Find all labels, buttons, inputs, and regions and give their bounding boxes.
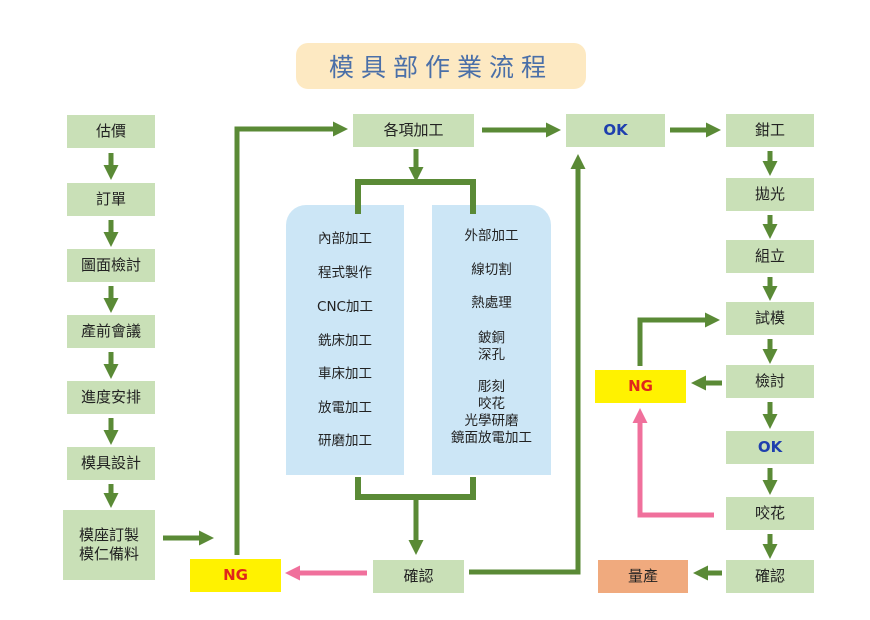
external-item: 熱處理	[471, 295, 512, 311]
internal-item: CNC加工	[317, 299, 373, 315]
arrow-loop-up	[637, 312, 721, 366]
right-ok-box: OK	[726, 431, 814, 464]
step-estimate: 估價	[67, 115, 155, 148]
external-item: 線切割	[471, 262, 512, 278]
internal-item: 研磨加工	[318, 433, 372, 449]
step-mass-production: 量產	[598, 560, 688, 593]
external-item: 彫刻 咬花 光學研磨 鏡面放電加工	[451, 379, 532, 446]
step-all-machining: 各項加工	[353, 114, 474, 147]
step-trial-mold: 試模	[726, 302, 814, 335]
center-ng-box: NG	[190, 559, 281, 592]
step-fitting: 鉗工	[726, 114, 814, 147]
arrow-loop-up	[469, 153, 586, 575]
step-order: 訂單	[67, 183, 155, 216]
internal-item: 內部加工	[318, 231, 372, 247]
internal-list: 內部加工 程式製作 CNC加工 銑床加工 車床加工 放電加工 研磨加工	[286, 0, 404, 620]
step-assembly: 組立	[726, 240, 814, 273]
internal-item: 銑床加工	[318, 333, 372, 349]
step-mold-base-prep: 模座訂製 模仁備料	[63, 510, 155, 580]
internal-item: 程式製作	[318, 265, 372, 281]
external-item: 外部加工	[464, 228, 519, 244]
merge-bracket	[355, 477, 476, 500]
step-mold-design: 模具設計	[67, 447, 155, 480]
internal-item: 放電加工	[318, 400, 372, 416]
internal-machining-panel	[286, 205, 404, 475]
step-drawing-review: 圖面檢討	[67, 249, 155, 282]
step-review: 檢討	[726, 365, 814, 398]
external-item: 鈹銅 深孔	[478, 330, 505, 363]
step-confirm-center: 確認	[373, 560, 464, 593]
external-machining-panel	[432, 205, 551, 475]
step-preproduction-meeting: 產前會議	[67, 315, 155, 348]
right-ng-box: NG	[595, 370, 686, 403]
step-schedule: 進度安排	[67, 381, 155, 414]
arrow-loop-up	[234, 121, 349, 555]
step-texturing: 咬花	[726, 497, 814, 530]
split-bracket	[355, 179, 476, 214]
arrow-to-ng	[632, 407, 714, 518]
center-ok-box: OK	[566, 114, 665, 147]
internal-item: 車床加工	[318, 366, 372, 382]
step-confirm-right: 確認	[726, 560, 814, 593]
step-polishing: 拋光	[726, 178, 814, 211]
page-title: 模具部作業流程	[296, 43, 586, 89]
external-list: 外部加工 線切割 熱處理 鈹銅 深孔 彫刻 咬花 光學研磨 鏡面放電加工	[432, 0, 551, 620]
